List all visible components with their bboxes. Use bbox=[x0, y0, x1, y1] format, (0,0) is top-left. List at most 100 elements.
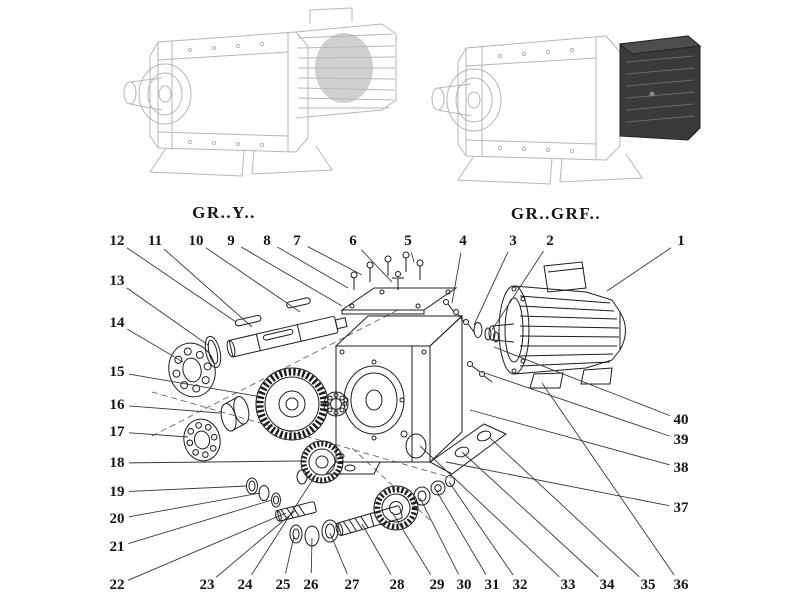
leader-line-14 bbox=[127, 328, 184, 363]
leader-line-8 bbox=[277, 246, 349, 289]
leader-line-1 bbox=[606, 247, 672, 292]
callout-number-16: 16 bbox=[110, 397, 126, 413]
gear-housing bbox=[324, 314, 507, 475]
leader-line-19 bbox=[128, 485, 248, 492]
callout-number-10: 10 bbox=[189, 233, 204, 249]
leader-line-31 bbox=[435, 489, 487, 575]
leader-line-3 bbox=[473, 251, 509, 326]
callout-number-14: 14 bbox=[110, 315, 126, 331]
leader-line-13 bbox=[126, 287, 209, 346]
bottom-washers bbox=[289, 519, 339, 547]
leader-line-35 bbox=[489, 437, 640, 578]
cover-bolts bbox=[350, 251, 424, 290]
callout-number-1: 1 bbox=[677, 233, 685, 249]
leader-line-34 bbox=[461, 451, 599, 578]
leader-line-27 bbox=[329, 532, 348, 575]
callout-number-9: 9 bbox=[227, 233, 235, 249]
second-bearing bbox=[183, 418, 221, 462]
leader-line-39 bbox=[481, 371, 670, 437]
callout-number-29: 29 bbox=[430, 577, 445, 593]
right-rings bbox=[413, 475, 455, 506]
leader-line-7 bbox=[307, 246, 363, 276]
leader-line-24 bbox=[251, 472, 318, 576]
leader-line-33 bbox=[419, 445, 560, 578]
callout-number-12: 12 bbox=[110, 233, 125, 249]
callout-number-8: 8 bbox=[263, 233, 271, 249]
callout-number-40: 40 bbox=[674, 412, 689, 428]
callout-number-4: 4 bbox=[459, 233, 467, 249]
output-bearing bbox=[168, 342, 216, 398]
leader-line-11 bbox=[163, 248, 253, 328]
dark-cover bbox=[618, 35, 702, 141]
leader-line-32 bbox=[448, 481, 514, 576]
callout-number-17: 17 bbox=[110, 424, 126, 440]
leader-line-18 bbox=[128, 460, 302, 464]
callout-number-25: 25 bbox=[276, 577, 291, 593]
leader-line-2 bbox=[491, 250, 544, 331]
leader-line-12 bbox=[126, 247, 237, 323]
callout-number-20: 20 bbox=[110, 511, 125, 527]
intermediate-gear bbox=[373, 485, 419, 531]
leader-line-37 bbox=[445, 461, 670, 507]
leader-line-40 bbox=[493, 346, 670, 417]
output-gear bbox=[255, 367, 329, 441]
callout-number-37: 37 bbox=[674, 500, 690, 516]
leader-line-29 bbox=[391, 511, 432, 576]
callout-number-19: 19 bbox=[110, 484, 125, 500]
callout-number-26: 26 bbox=[304, 577, 320, 593]
callout-number-13: 13 bbox=[110, 273, 125, 289]
variant-label-gr-grf: GR..GRF.. bbox=[511, 204, 601, 223]
intermediate-pinion-shaft bbox=[335, 505, 403, 537]
callout-number-7: 7 bbox=[293, 233, 301, 249]
exploded-view bbox=[151, 251, 626, 547]
callout-number-21: 21 bbox=[110, 539, 125, 555]
leader-line-5 bbox=[410, 252, 415, 263]
leader-line-16 bbox=[128, 405, 221, 414]
leader-line-10 bbox=[205, 247, 301, 313]
shaft-keys bbox=[234, 297, 311, 327]
callout-number-11: 11 bbox=[148, 233, 162, 249]
leader-line-9 bbox=[241, 246, 343, 307]
input-coupling-parts bbox=[443, 299, 499, 383]
leader-line-30 bbox=[419, 497, 459, 575]
assembly-guide-lines bbox=[151, 309, 453, 521]
top-cover bbox=[340, 287, 458, 315]
leader-line-26 bbox=[310, 537, 313, 574]
leader-line-20 bbox=[128, 492, 261, 518]
callout-number-39: 39 bbox=[674, 432, 689, 448]
callout-number-15: 15 bbox=[110, 364, 125, 380]
output-shaft bbox=[226, 316, 348, 358]
callout-number-28: 28 bbox=[390, 577, 405, 593]
callout-number-30: 30 bbox=[457, 577, 472, 593]
leader-line-23 bbox=[215, 509, 297, 578]
leader-line-15 bbox=[128, 373, 257, 397]
leader-line-17 bbox=[128, 432, 189, 438]
leader-line-38 bbox=[469, 409, 670, 466]
assembled-view-gr-y bbox=[123, 7, 397, 177]
callout-number-36: 36 bbox=[674, 577, 690, 593]
callout-number-32: 32 bbox=[513, 577, 528, 593]
leader-line-21 bbox=[128, 499, 273, 544]
callout-number-35: 35 bbox=[641, 577, 656, 593]
callout-number-5: 5 bbox=[404, 233, 412, 249]
leader-line-22 bbox=[127, 512, 287, 581]
callout-number-31: 31 bbox=[485, 577, 500, 593]
callout-number-6: 6 bbox=[349, 233, 357, 249]
motor bbox=[488, 261, 626, 389]
callout-number-24: 24 bbox=[238, 577, 254, 593]
leader-line-28 bbox=[361, 523, 392, 575]
callout-number-27: 27 bbox=[345, 577, 361, 593]
callout-number-33: 33 bbox=[561, 577, 576, 593]
callout-number-2: 2 bbox=[546, 233, 554, 249]
pinion-shaft-small bbox=[275, 501, 317, 522]
leader-line-25 bbox=[285, 535, 295, 574]
callout-number-34: 34 bbox=[600, 577, 616, 593]
callout-number-3: 3 bbox=[509, 233, 517, 249]
assembled-view-gr-grf bbox=[431, 35, 702, 185]
callout-number-18: 18 bbox=[110, 455, 125, 471]
callout-number-38: 38 bbox=[674, 460, 689, 476]
leader-line-4 bbox=[451, 252, 462, 304]
variant-label-gr-y: GR..Y.. bbox=[192, 203, 256, 222]
